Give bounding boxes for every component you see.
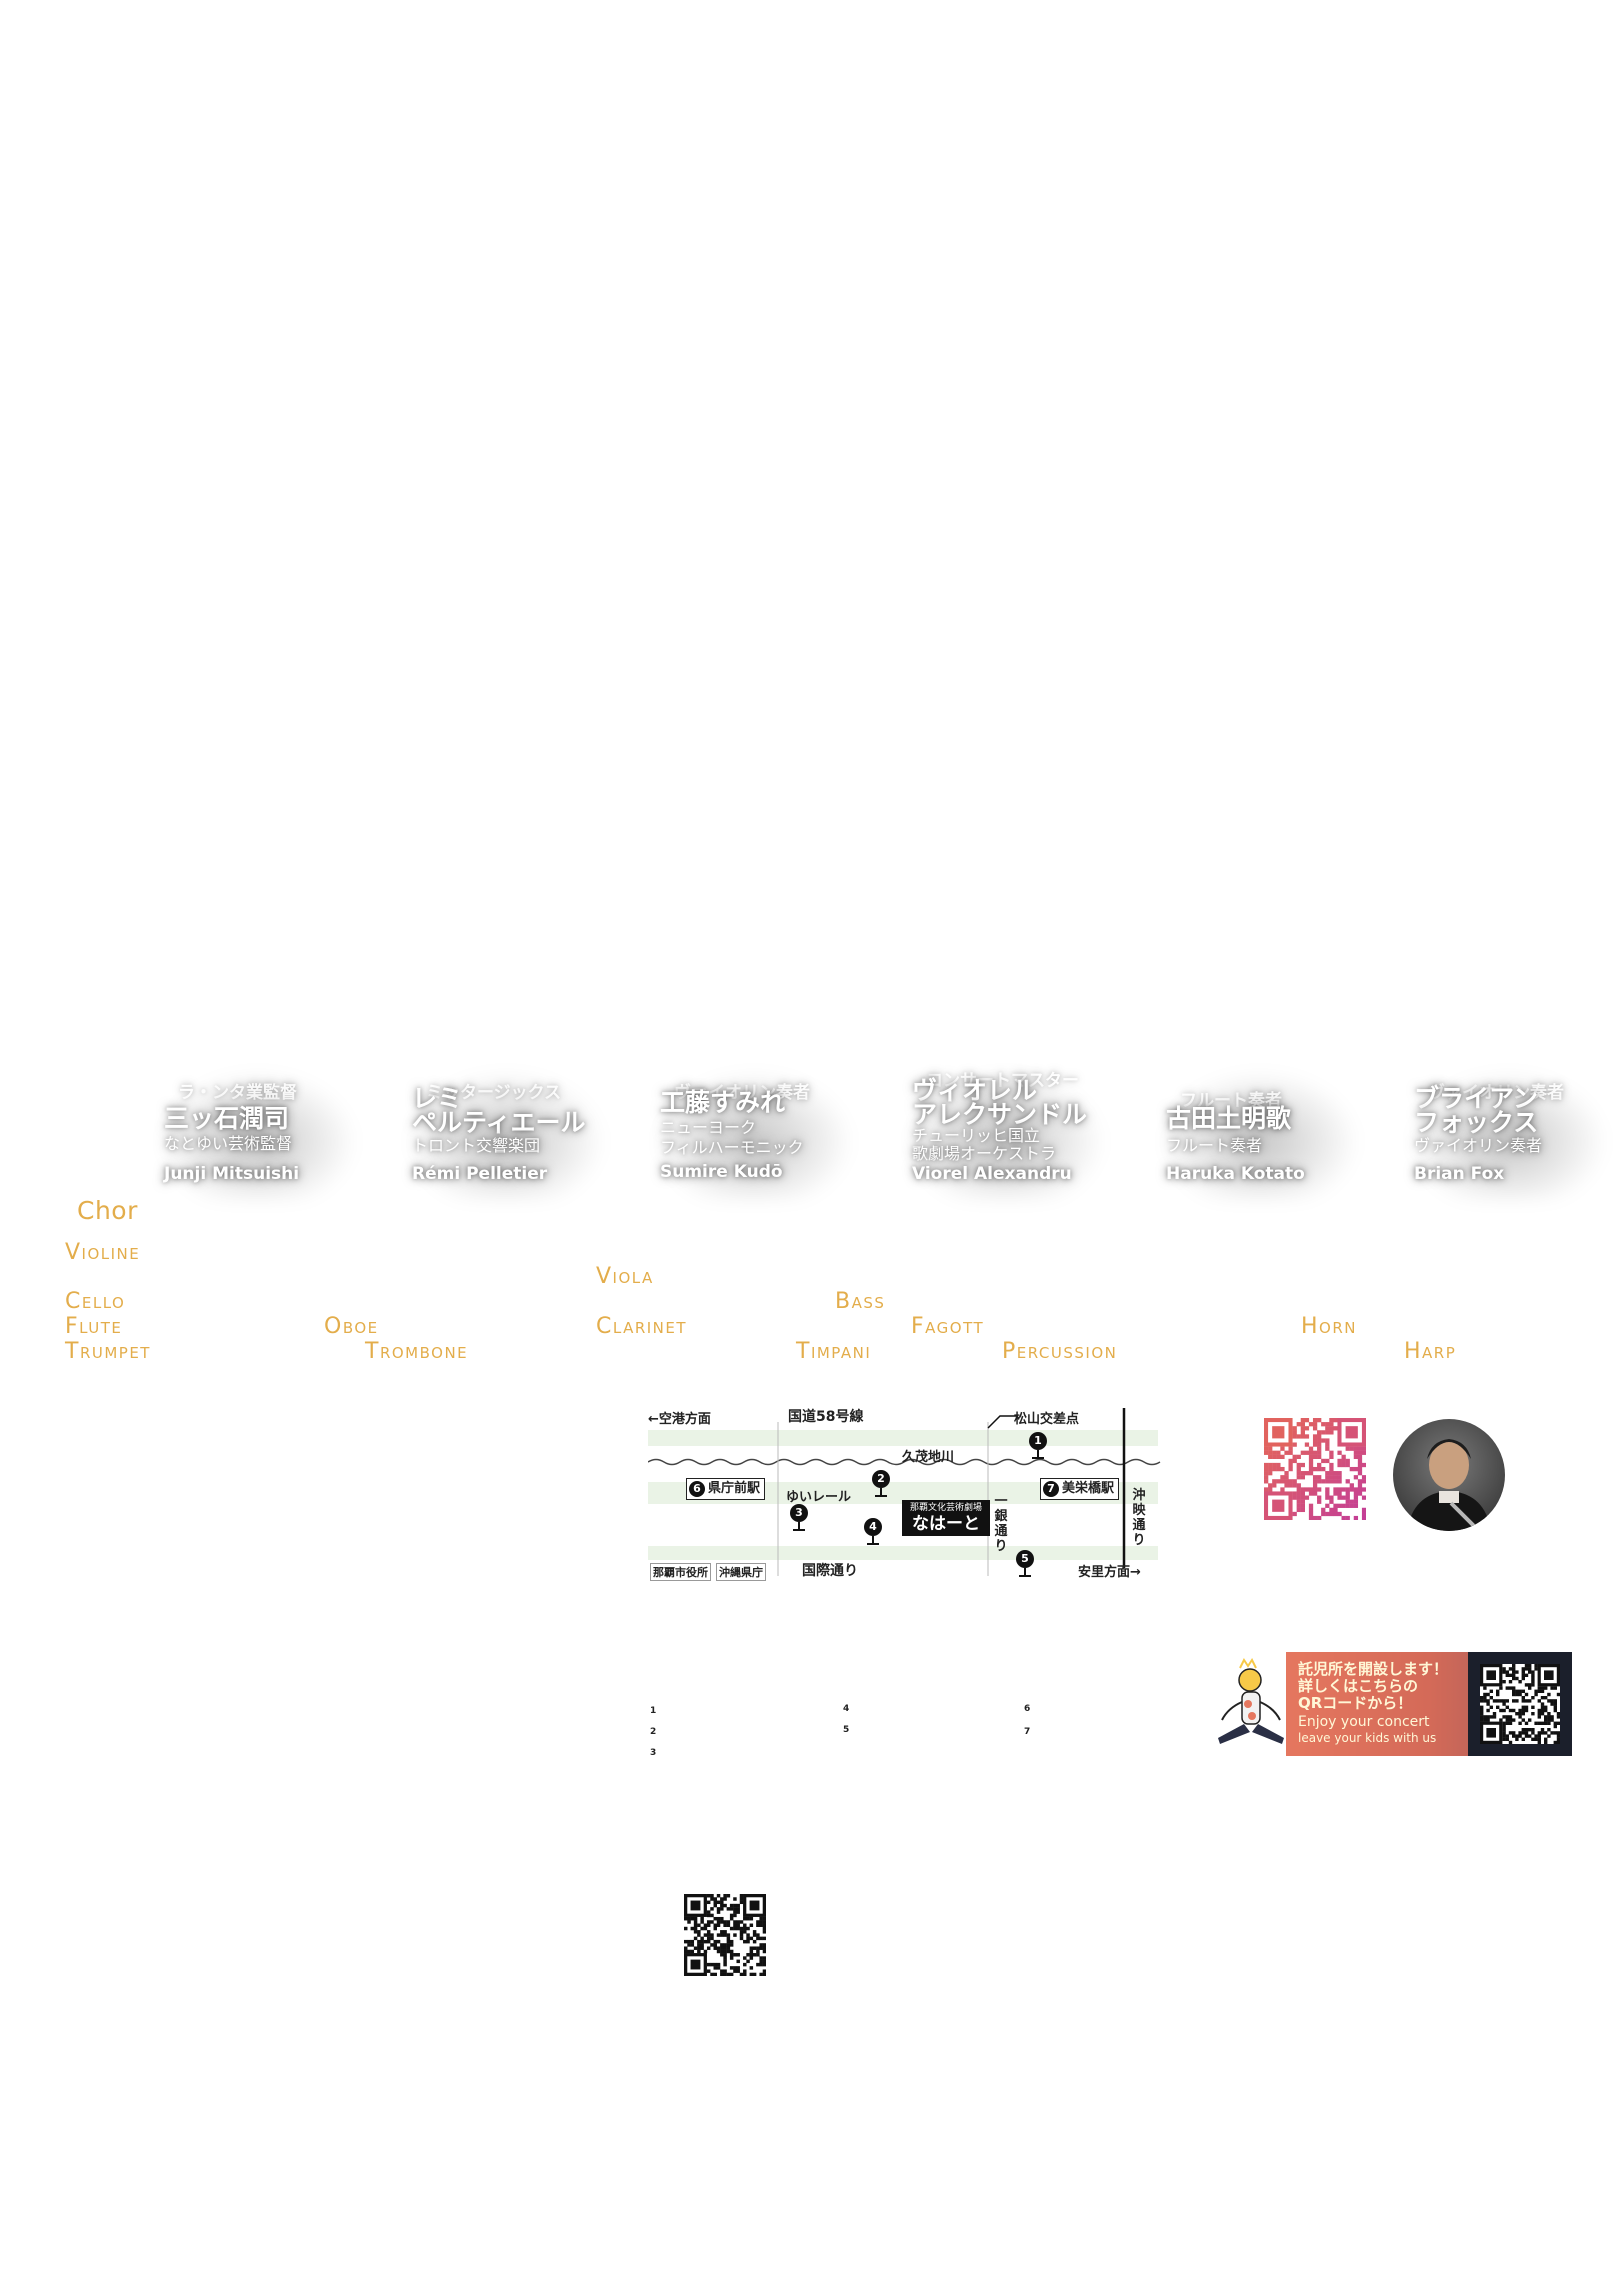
performer-affiliation: チューリッヒ国立 <box>912 1126 1041 1145</box>
map-label-asato: 安里方面→ <box>1078 1565 1141 1580</box>
map-label-city-hall: 那覇市役所 <box>650 1563 711 1581</box>
section-violine: Violine <box>65 1240 141 1265</box>
map-label-okiei: 沖映通り <box>1132 1488 1146 1548</box>
map-label-route58: 国道58号線 <box>788 1409 864 1425</box>
map-pin-icon: 3 <box>790 1504 808 1532</box>
section-trumpet: Trumpet <box>65 1339 151 1364</box>
qr-code-ticket[interactable] <box>684 1894 766 1976</box>
map-pin-icon: 4 <box>864 1518 882 1546</box>
section-oboe: Oboe <box>324 1314 379 1339</box>
map-label-yui-rail: ゆいレール <box>786 1490 852 1505</box>
performer-name: 三ッ石潤司 <box>164 1104 290 1133</box>
childcare-text-en: leave your kids with us <box>1298 1731 1437 1745</box>
section-fagott: Fagott <box>911 1314 985 1339</box>
performer-affiliation: ヴァイオリン奏者 <box>1414 1136 1543 1155</box>
legend-item-2: 2 <box>650 1727 657 1737</box>
performer-name: アレクサンドル <box>912 1100 1088 1129</box>
performer-name: ペルティエール <box>412 1108 586 1137</box>
map-pin-icon: 2 <box>872 1470 890 1498</box>
section-timpani: Timpani <box>796 1339 872 1364</box>
map-pin-icon: 1 <box>1029 1432 1047 1460</box>
performer-affiliation: なとゆい芸術監督 <box>164 1134 293 1153</box>
performer-roman-name: Haruka Kotato <box>1166 1164 1305 1184</box>
section-chor: Chor <box>77 1196 138 1225</box>
performer-role: ヴァイオリン奏者 <box>1428 1083 1564 1103</box>
performer-name: 工藤すみれ <box>660 1088 786 1117</box>
section-horn: Horn <box>1301 1314 1357 1339</box>
map-label-pref-office: 沖縄県庁 <box>716 1563 766 1581</box>
map-label-kokusai: 国際通り <box>802 1563 858 1579</box>
performer-role: ヴァイオリン奏者 <box>674 1083 810 1103</box>
qr-code-official-site[interactable] <box>1264 1418 1366 1520</box>
performer-name: ヴィオレル <box>912 1076 1038 1105</box>
section-clarinet: Clarinet <box>596 1314 688 1339</box>
performer-role: コンサートマスター <box>926 1071 1079 1091</box>
section-percussion: Percussion <box>1002 1339 1118 1364</box>
childcare-text: QRコードから！ <box>1298 1694 1413 1712</box>
map-label-ichigin: 一銀通り <box>994 1494 1008 1554</box>
performer-card-6: ヴァイオリン奏者 ブライアン フォックス ヴァイオリン奏者 Brian Fox <box>1408 1070 1622 1200</box>
childcare-text: 詳しくはこちらの <box>1298 1677 1419 1695</box>
childcare-text-en: Enjoy your concert <box>1298 1714 1430 1730</box>
performer-affiliation: トロント交響楽団 <box>412 1136 541 1155</box>
performer-name: レミ <box>412 1084 463 1113</box>
legend-item-7: 7 <box>1024 1727 1031 1737</box>
performer-card-4: コンサートマスター ヴィオレル アレクサンドル チューリッヒ国立 歌劇場オーケス… <box>906 1070 1142 1200</box>
child-mascot-icon <box>1218 1658 1284 1744</box>
performer-role: ラ・ンタ業監督 <box>178 1083 297 1103</box>
performer-affiliation: フィルハーモニック <box>660 1138 804 1157</box>
performer-roman-name: Brian Fox <box>1414 1164 1505 1184</box>
performer-roman-name: Rémi Pelletier <box>412 1164 548 1184</box>
qr-code-childcare[interactable] <box>1480 1664 1560 1744</box>
section-flute: Flute <box>65 1314 123 1339</box>
section-bass: Bass <box>835 1289 886 1314</box>
map-label-airport: ←空港方面 <box>648 1412 711 1427</box>
performer-roman-name: Sumire Kudō <box>660 1162 783 1182</box>
map-label-matsuyama: 松山交差点 <box>1014 1412 1080 1427</box>
childcare-banner[interactable]: 託児所を開設します！ 詳しくはこちらの QRコードから！ Enjoy your … <box>1286 1652 1572 1756</box>
performer-card-5: フルート奏者 古田土明歌 フルート奏者 Haruka Kotato <box>1160 1070 1396 1200</box>
legend-item-6: 6 <box>1024 1704 1031 1714</box>
performer-affiliation: ニューヨーク <box>660 1118 757 1137</box>
legend-item-5: 5 <box>843 1725 850 1735</box>
section-harp: Harp <box>1404 1339 1457 1364</box>
performer-affiliation: フルート奏者 <box>1166 1136 1263 1155</box>
legend-item-3: 3 <box>650 1748 657 1758</box>
performer-name: ブライアン <box>1414 1084 1539 1113</box>
portrait-silhouette <box>1407 1439 1491 1531</box>
performer-card-3: ヴァイオリン奏者 工藤すみれ ニューヨーク フィルハーモニック Sumire K… <box>654 1070 890 1200</box>
section-trombone: Trombone <box>365 1339 469 1364</box>
performer-name: 古田土明歌 <box>1166 1104 1292 1133</box>
performer-role: フルート奏者 <box>1180 1091 1282 1111</box>
performer-name: フォックス <box>1414 1108 1539 1137</box>
section-cello: Cello <box>65 1289 126 1314</box>
performer-role: ミッタージックス <box>426 1083 562 1103</box>
performer-roman-name: Junji Mitsuishi <box>164 1164 300 1184</box>
performer-roman-name: Viorel Alexandru <box>912 1164 1072 1184</box>
map-label-river: 久茂地川 <box>902 1450 955 1465</box>
section-viola: Viola <box>596 1264 654 1289</box>
legend-item-1: 1 <box>650 1706 657 1716</box>
venue-naha-art: 那覇文化芸術劇場 なはーと <box>902 1500 990 1536</box>
legend-item-4: 4 <box>843 1704 850 1714</box>
map-pin-icon: 5 <box>1016 1550 1034 1578</box>
childcare-qr-frame <box>1468 1652 1572 1756</box>
access-map: ←空港方面 国道58号線 松山交差点 久茂地川 ゆいレール 那覇市役所 沖縄県庁… <box>648 1408 1164 1588</box>
performer-card-1: ラ・ンタ業監督 三ッ石潤司 なとゆい芸術監督 Junji Mitsuishi <box>158 1070 394 1200</box>
performer-card-2: ミッタージックス レミ ペルティエール トロント交響楽団 Rémi Pellet… <box>406 1070 642 1200</box>
childcare-text: 託児所を開設します！ <box>1298 1660 1449 1678</box>
conductor-portrait <box>1393 1419 1505 1531</box>
performer-affiliation: 歌劇場オーケストラ <box>912 1144 1057 1163</box>
